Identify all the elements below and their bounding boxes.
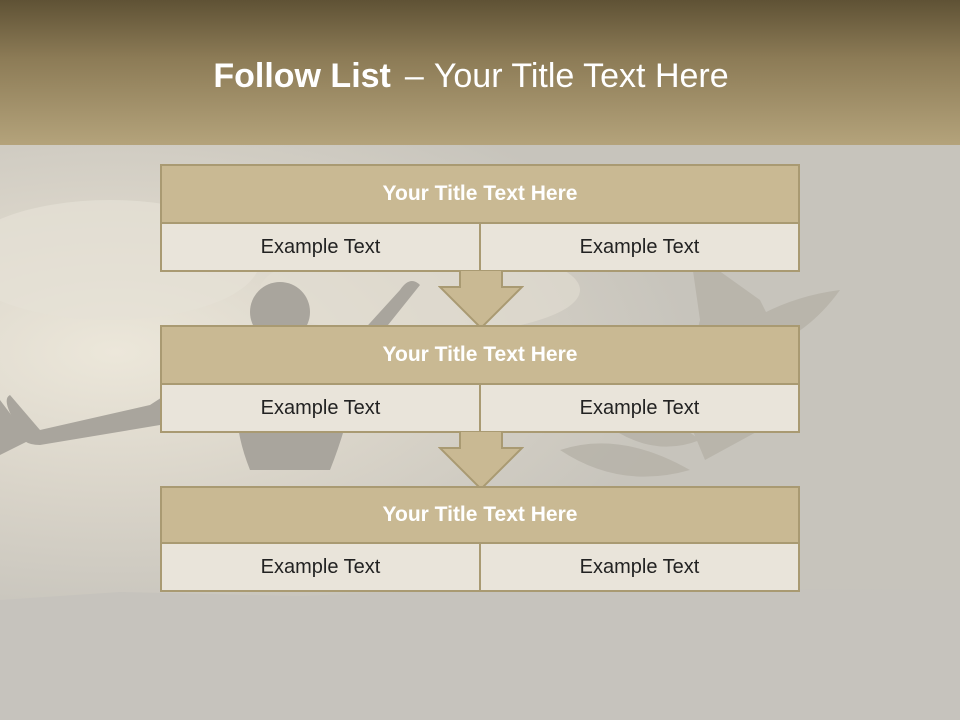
step-title-3: Your Title Text Here: [162, 488, 798, 544]
step-row-1: Example Text Example Text: [162, 224, 798, 270]
step-block-3: Your Title Text Here Example Text Exampl…: [160, 486, 800, 592]
step-block-1: Your Title Text Here Example Text Exampl…: [160, 164, 800, 272]
slide-title: Follow List–Your Title Text Here: [0, 55, 942, 97]
step-cell-1-left: Example Text: [162, 224, 481, 270]
step-cell-3-right: Example Text: [579, 555, 700, 578]
step-cell-3-left: Example Text: [162, 544, 481, 590]
step-cell-2-right: Example Text: [579, 396, 700, 419]
step-title-1: Your Title Text Here: [162, 166, 798, 224]
step-cell-2-left: Example Text: [162, 385, 481, 431]
title-dash: –: [404, 57, 424, 95]
step-cell-1-right: Example Text: [579, 235, 700, 258]
step-row-3: Example Text Example Text: [162, 544, 798, 590]
step-title-2: Your Title Text Here: [162, 327, 798, 385]
down-arrow-icon: [438, 270, 524, 330]
title-bold: Follow List: [213, 57, 391, 95]
step-row-2: Example Text Example Text: [162, 385, 798, 431]
title-rest: Your Title Text Here: [433, 57, 729, 95]
header-band: [0, 0, 960, 145]
down-arrow-icon: [438, 431, 524, 491]
step-block-2: Your Title Text Here Example Text Exampl…: [160, 325, 800, 433]
